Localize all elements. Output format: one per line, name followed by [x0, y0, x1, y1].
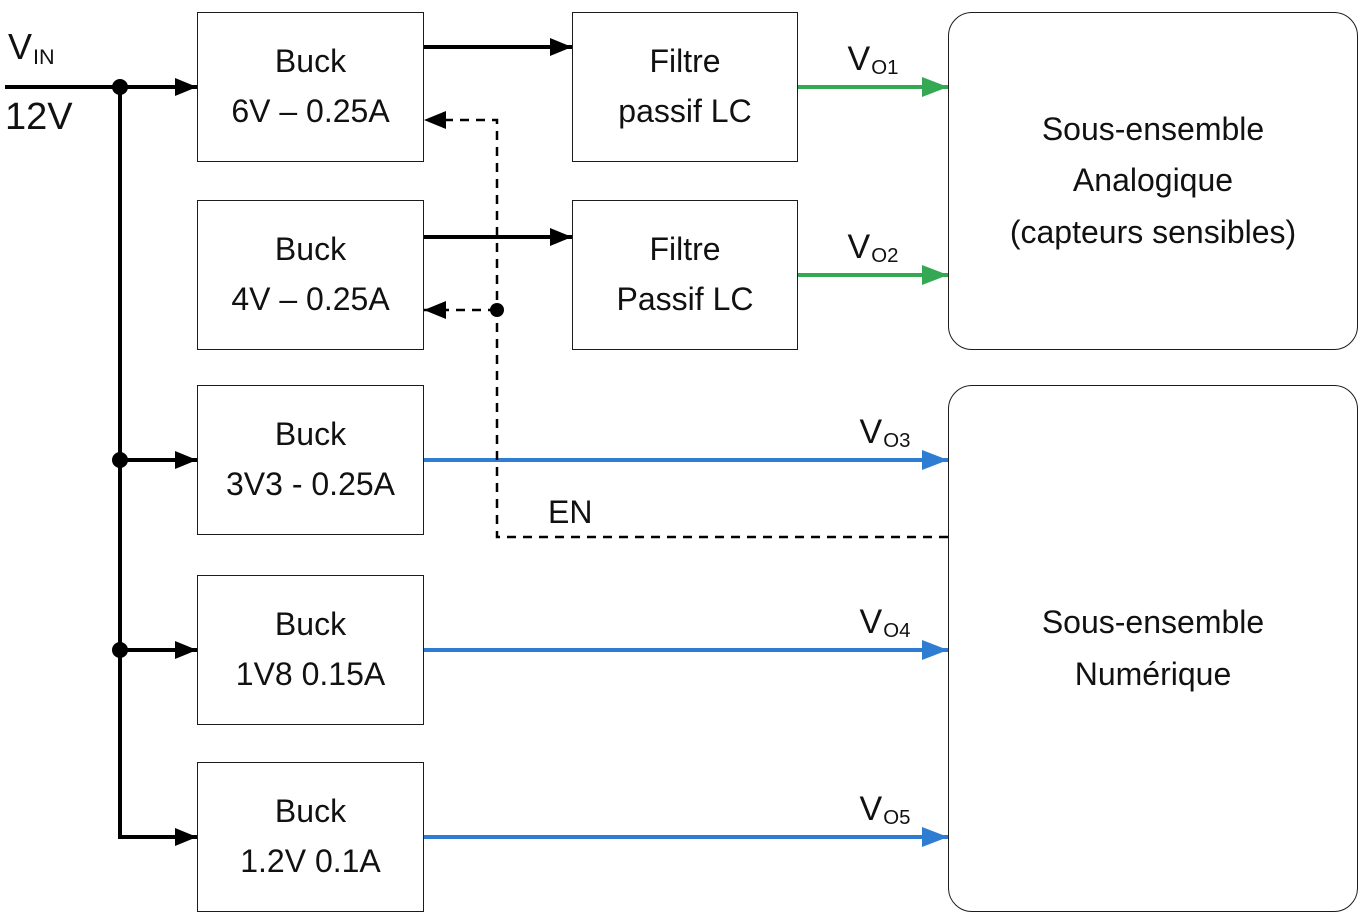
lc-filter-2-block: Filtre Passif LC [572, 200, 798, 350]
lc-filter-2-subtitle: Passif LC [616, 281, 754, 317]
digital-subsystem-line2: Numérique [1074, 655, 1232, 692]
analog-subsystem-line3: (capteurs sensibles) [1009, 213, 1297, 250]
digital-subsystem-line1: Sous-ensemble [1041, 604, 1265, 641]
vo3-symbol: V [859, 413, 883, 451]
vo1-label: VO1 [823, 40, 923, 79]
en-dashed-line [424, 111, 948, 539]
analog-subsystem-line1: Sous-ensemble [1041, 111, 1265, 148]
vo3-subscript: O3 [883, 430, 911, 453]
buck-4v-block: Buck 4V – 0.25A [197, 200, 424, 350]
vo2-symbol: V [847, 228, 871, 266]
vin-subscript: IN [33, 43, 55, 69]
junction-dot-vin [112, 79, 128, 95]
vo4-subscript: O4 [883, 620, 911, 643]
buck-1v2-rating: 1.2V 0.1A [240, 843, 381, 879]
junction-dot-1v8 [112, 642, 128, 658]
vo3-label: VO3 [835, 413, 935, 452]
vo2-label: VO2 [823, 228, 923, 267]
buck-3v3-title: Buck [274, 416, 347, 453]
vo1-subscript: O1 [871, 57, 899, 80]
lc-filter-1-subtitle: passif LC [618, 93, 752, 129]
vo5-label: VO5 [835, 790, 935, 829]
vo1-symbol: V [847, 40, 871, 78]
buck-1v2-block: Buck 1.2V 0.1A [197, 762, 424, 912]
vin-label: VIN [8, 26, 55, 69]
analog-subsystem-block: Sous-ensemble Analogique (capteurs sensi… [948, 12, 1358, 350]
buck-4v-rating: 4V – 0.25A [231, 281, 390, 317]
buck-4v-title: Buck [274, 231, 347, 268]
digital-subsystem-block: Sous-ensemble Numérique [948, 385, 1358, 912]
vin-bus-line [118, 87, 197, 846]
buck-3v3-block: Buck 3V3 - 0.25A [197, 385, 424, 535]
vo5-subscript: O5 [883, 807, 911, 830]
vin-symbol: V [8, 26, 33, 67]
junction-dot-en [490, 303, 504, 317]
lc-filter-1-block: Filtre passif LC [572, 12, 798, 162]
enable-label: EN [548, 494, 593, 530]
lc-filter-2-title: Filtre [649, 231, 721, 268]
vo4-symbol: V [859, 603, 883, 641]
buck-1v8-rating: 1V8 0.15A [235, 656, 386, 692]
vo5-symbol: V [859, 790, 883, 828]
vo4-label: VO4 [835, 603, 935, 642]
buck-1v8-title: Buck [274, 606, 347, 643]
buck-6v-rating: 6V – 0.25A [231, 93, 390, 129]
buck-3v3-rating: 3V3 - 0.25A [226, 466, 395, 502]
analog-subsystem-line2: Analogique [1072, 162, 1234, 199]
buck-1v8-block: Buck 1V8 0.15A [197, 575, 424, 725]
lc-filter-1-title: Filtre [649, 43, 721, 80]
vo2-subscript: O2 [871, 245, 899, 268]
buck-6v-block: Buck 6V – 0.25A [197, 12, 424, 162]
buck-6v-title: Buck [274, 43, 347, 80]
junction-dot-3v3 [112, 452, 128, 468]
vin-voltage: 12V [5, 96, 73, 138]
buck-1v2-title: Buck [274, 793, 347, 830]
